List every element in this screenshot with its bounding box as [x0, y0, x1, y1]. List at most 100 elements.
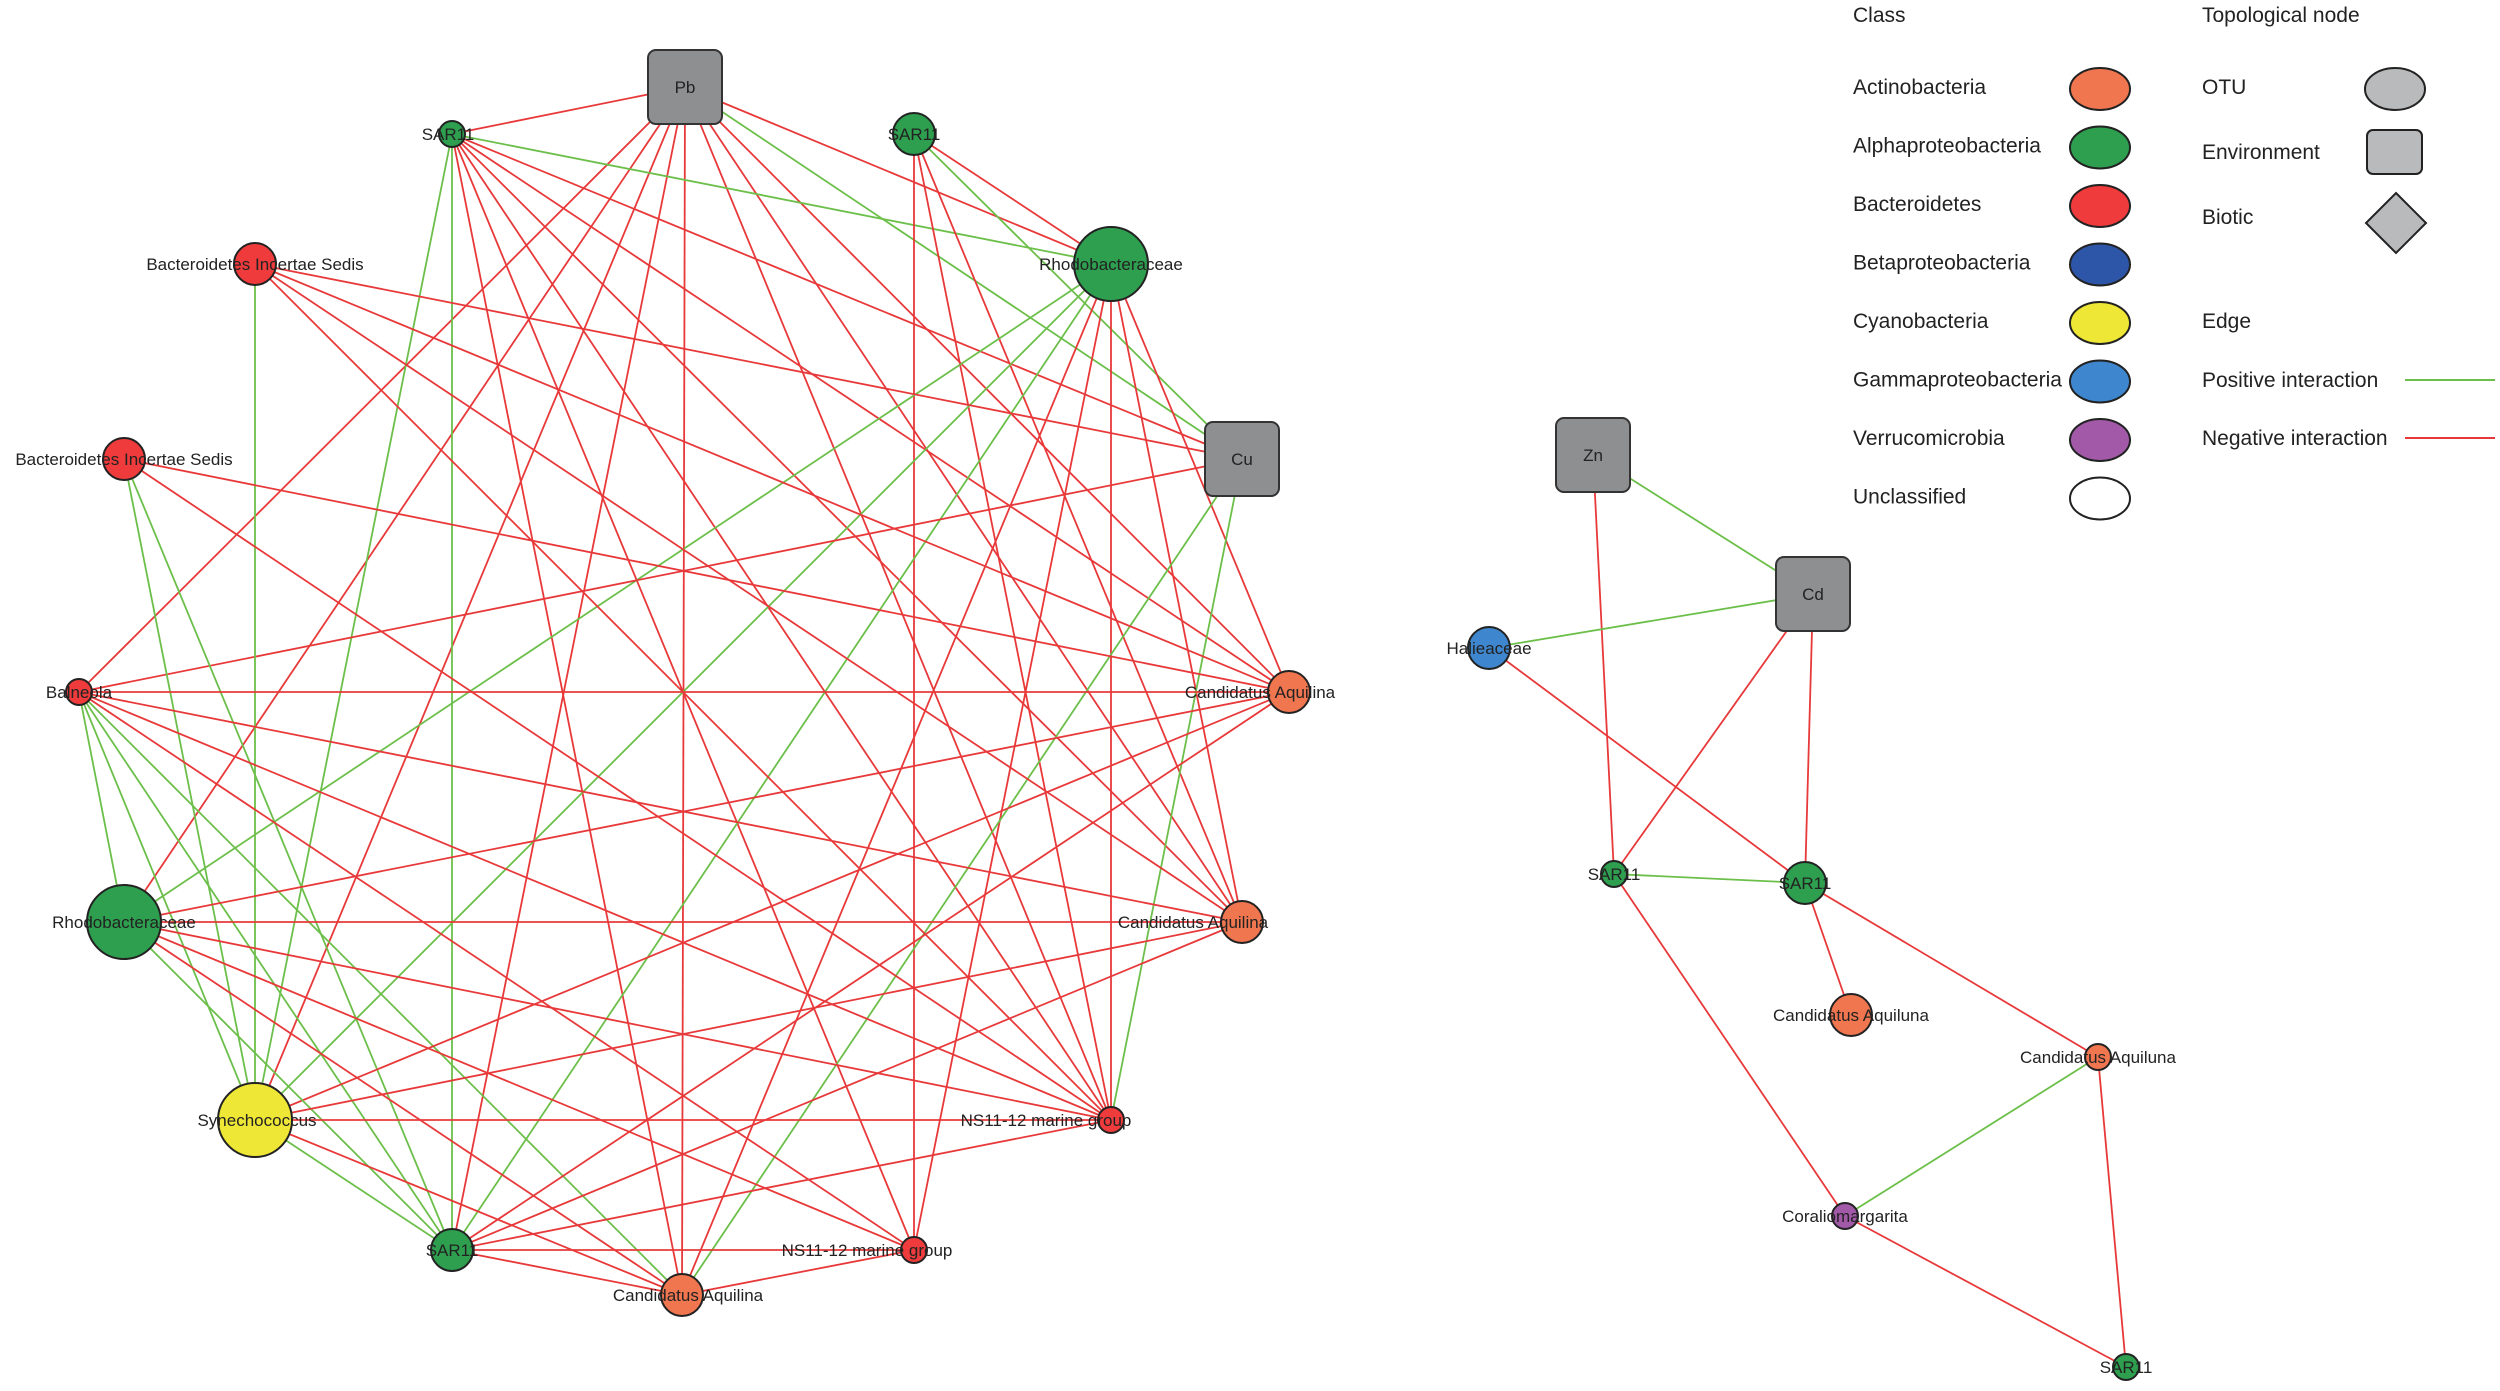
node-label: Candidatus Aquilina: [1185, 683, 1336, 702]
negative-edge-pb-ns1: [684, 86, 1112, 1121]
otu-node-cor[interactable]: Coraliomargarita: [1782, 1202, 1908, 1230]
otu-circle: [1783, 861, 1827, 905]
negative-edge-caq1-syn: [254, 691, 1290, 1121]
node-label: Coraliomargarita: [1782, 1207, 1908, 1226]
node-label: Cd: [1802, 585, 1824, 604]
negative-edge-pb-syn: [254, 86, 686, 1121]
legend-class-title: Class: [1853, 4, 1906, 27]
otu-node-syn[interactable]: Synechococcus: [197, 1082, 317, 1158]
negative-edge-bis1-caq2: [254, 263, 1243, 923]
legend-class-label: Verrucomicrobia: [1853, 427, 2005, 450]
negative-edge-caq1-rhodo2: [123, 691, 1290, 923]
positive-edge-pb-cu: [684, 86, 1243, 460]
otu-circle: [1600, 860, 1628, 888]
otu-circle: [660, 1273, 704, 1317]
legend-class-swatch: [2069, 67, 2131, 111]
environment-shape-icon: [2366, 129, 2423, 175]
negative-edge-caq1-sar11c: [451, 691, 1290, 1251]
node-label: Bacteroidetes Incertae Sedis: [15, 450, 232, 469]
node-label: SAR11: [426, 1241, 479, 1260]
negative-edge-s2-ca2: [1804, 882, 2099, 1058]
otu-node-caq2[interactable]: Candidatus Aquilina: [1118, 900, 1269, 944]
otu-node-sar11c[interactable]: SAR11: [426, 1228, 479, 1272]
environment-node-cu[interactable]: Cu: [1204, 421, 1280, 497]
negative-edge-syn-caq3: [254, 1119, 683, 1296]
negative-edge-rhodo1-caq2: [1110, 263, 1243, 923]
negative-edge-cor-s3: [1844, 1215, 2127, 1368]
otu-node-hal[interactable]: Halieaceae: [1446, 626, 1532, 670]
negative-edge-cd-s1: [1613, 593, 1814, 875]
otu-node-caq3[interactable]: Candidatus Aquilina: [613, 1273, 764, 1317]
legend-edge-label: Positive interaction: [2202, 369, 2378, 392]
otu-node-bis2[interactable]: Bacteroidetes Incertae Sedis: [15, 437, 233, 481]
node-label: SAR11: [1588, 865, 1641, 884]
node-label: Halieaceae: [1446, 639, 1531, 658]
negative-edge-sar11a-caq3: [451, 133, 683, 1296]
legend-class-label: Unclassified: [1853, 486, 1966, 509]
environment-node-pb[interactable]: Pb: [647, 49, 723, 125]
legend-class-swatch: [2069, 418, 2131, 462]
node-label: SAR11: [888, 125, 941, 144]
environment-square: [1204, 421, 1280, 497]
otu-node-ns2[interactable]: NS11-12 marine group: [782, 1236, 953, 1264]
otu-node-sar11b[interactable]: SAR11: [888, 112, 941, 156]
legend: Class Topological node Edge Actinobacter…: [1853, 4, 2495, 521]
otu-node-rhodo1[interactable]: Rhodobacteraceae: [1039, 226, 1183, 302]
legend-class-label: Alphaproteobacteria: [1853, 135, 2041, 158]
otu-circle: [1097, 1106, 1125, 1134]
positive-edge-ca2-cor: [1844, 1056, 2099, 1217]
otu-node-balneola[interactable]: Balneola: [46, 678, 113, 706]
otu-circle: [892, 112, 936, 156]
legend-class-swatch: [2069, 125, 2131, 170]
otu-circle: [102, 437, 146, 481]
negative-edge-bis1-cu: [254, 263, 1243, 460]
negative-edge-pb-sar11a: [451, 86, 686, 135]
positive-edge-rhodo1-rhodo2: [123, 263, 1112, 923]
node-label: Candidatus Aquilina: [613, 1286, 764, 1305]
otu-node-s3[interactable]: SAR11: [2100, 1353, 2153, 1381]
environment-square: [1775, 556, 1851, 632]
positive-edge-cd-hal: [1488, 593, 1814, 649]
negative-edge-sar11b-rhodo1: [913, 133, 1112, 265]
otu-node-bis1[interactable]: Bacteroidetes Incertae Sedis: [146, 242, 364, 286]
otu-node-s1[interactable]: SAR11: [1588, 860, 1641, 888]
node-label: Bacteroidetes Incertae Sedis: [146, 255, 363, 274]
otu-circle: [1220, 900, 1264, 944]
negative-edge-rhodo2-ns1: [123, 921, 1112, 1121]
otu-circle: [430, 1228, 474, 1272]
negative-edge-pb-sar11c: [451, 86, 686, 1251]
otu-node-ca1[interactable]: Candidatus Aquiluna: [1773, 993, 1930, 1037]
legend-classes: ActinobacteriaAlphaproteobacteriaBactero…: [1853, 67, 2131, 521]
legend-topological-label: Environment: [2202, 141, 2320, 164]
otu-circle: [1831, 1202, 1859, 1230]
otu-node-caq1[interactable]: Candidatus Aquilina: [1185, 670, 1336, 714]
negative-edge-sar11c-caq3: [451, 1249, 683, 1296]
node-label: Synechococcus: [197, 1111, 316, 1130]
positive-edge-s1-s2: [1613, 873, 1806, 884]
node-label: Balneola: [46, 683, 113, 702]
node-label: Rhodobacteraceae: [52, 913, 196, 932]
negative-edge-balneola-ns1: [78, 691, 1112, 1121]
negative-edge-cd-s2: [1804, 593, 1814, 884]
otu-node-rhodo2[interactable]: Rhodobacteraceae: [52, 884, 196, 960]
negative-edge-caq2-sar11c: [451, 921, 1243, 1251]
legend-topological-title: Topological node: [2202, 4, 2360, 27]
otu-node-sar11a[interactable]: SAR11: [422, 120, 475, 148]
otu-node-ns1[interactable]: NS11-12 marine group: [961, 1106, 1132, 1134]
negative-edge-bis1-caq1: [254, 263, 1290, 693]
negative-edge-balneola-ns2: [78, 691, 915, 1251]
environment-node-cd[interactable]: Cd: [1775, 556, 1851, 632]
negative-edge-sar11b-caq2: [913, 133, 1243, 923]
otu-node-ca2[interactable]: Candidatus Aquiluna: [2020, 1043, 2177, 1071]
legend-class-label: Bacteroidetes: [1853, 193, 1981, 216]
environment-node-zn[interactable]: Zn: [1555, 417, 1631, 493]
legend-edge-title: Edge: [2202, 310, 2251, 333]
node-label: Zn: [1583, 446, 1603, 465]
positive-edge-sar11a-syn: [254, 133, 453, 1121]
legend-class-label: Actinobacteria: [1853, 76, 1986, 99]
node-label: Candidatus Aquiluna: [1773, 1006, 1930, 1025]
otu-node-s2[interactable]: SAR11: [1779, 861, 1832, 905]
